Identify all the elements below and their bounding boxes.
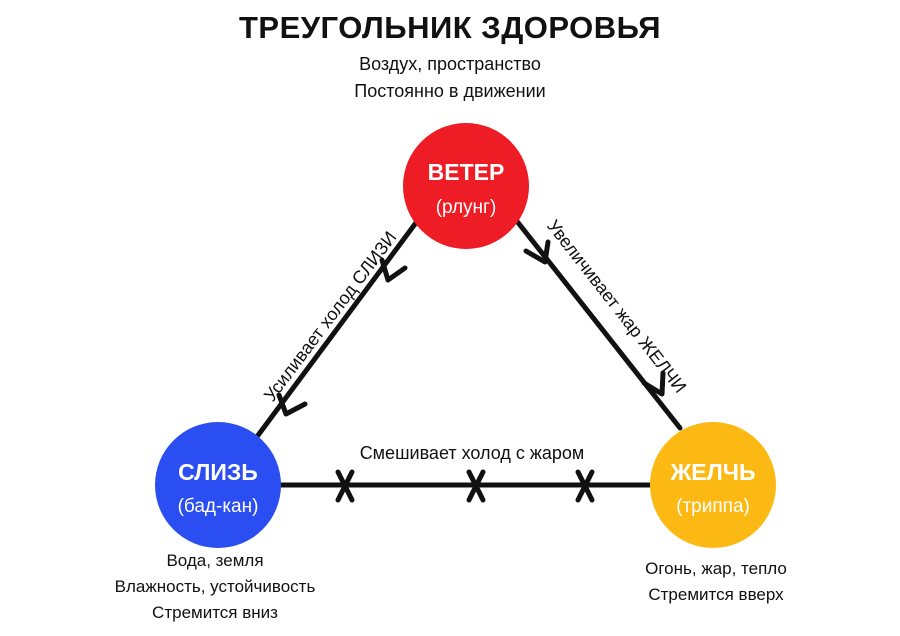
- cross-mark-3: [575, 469, 595, 503]
- node-zhelch-circle: [650, 422, 776, 548]
- node-zhelch-sub: (триппа): [676, 496, 750, 517]
- node-sliz-name: СЛИЗЬ: [178, 459, 258, 485]
- node-veter-circle: [403, 123, 529, 249]
- label-veter-to-sliz: Усиливает холод СЛИЗИ: [260, 228, 401, 405]
- edge-veter-zhelch: [513, 217, 683, 431]
- arrowhead-zhelch-upper: [523, 239, 551, 265]
- zhelch-description: Огонь, жар, тепло Стремится вверх: [566, 556, 866, 608]
- arrowhead-sliz-lower: [276, 392, 308, 417]
- zhelch-desc-line-2: Стремится вверх: [648, 585, 784, 604]
- sliz-description: Вода, земля Влажность, устойчивость Стре…: [65, 548, 365, 626]
- label-sliz-zhelch: Смешивает холод с жаром: [360, 443, 585, 463]
- node-zhelch-name: ЖЕЛЧЬ: [670, 459, 756, 485]
- label-veter-to-zhelch: Увеличивает жар ЖЕЛЧИ: [543, 216, 690, 397]
- node-sliz-circle: [155, 422, 281, 548]
- cross-mark-1: [335, 469, 355, 503]
- node-sliz-sub: (бад-кан): [178, 496, 259, 517]
- node-veter-name: ВЕТЕР: [428, 159, 505, 185]
- sliz-desc-line-1: Вода, земля: [166, 551, 264, 570]
- node-veter: ВЕТЕР (рлунг): [403, 123, 529, 249]
- zhelch-desc-line-1: Огонь, жар, тепло: [645, 559, 787, 578]
- node-veter-sub: (рлунг): [436, 197, 497, 218]
- arrowhead-sliz-upper: [379, 257, 408, 283]
- node-sliz: СЛИЗЬ (бад-кан): [155, 422, 281, 548]
- sliz-desc-line-3: Стремится вниз: [152, 603, 278, 622]
- veter-desc-line-1: Воздух, пространство: [359, 54, 541, 74]
- sliz-desc-line-2: Влажность, устойчивость: [114, 577, 316, 596]
- cross-mark-2: [466, 469, 486, 503]
- arrowhead-zhelch-lower: [641, 370, 666, 397]
- node-zhelch: ЖЕЛЧЬ (триппа): [650, 422, 776, 548]
- diagram-title: ТРЕУГОЛЬНИК ЗДОРОВЬЯ: [238, 10, 662, 45]
- veter-desc-line-2: Постоянно в движении: [354, 81, 546, 101]
- veter-description: Воздух, пространство Постоянно в движени…: [0, 51, 900, 105]
